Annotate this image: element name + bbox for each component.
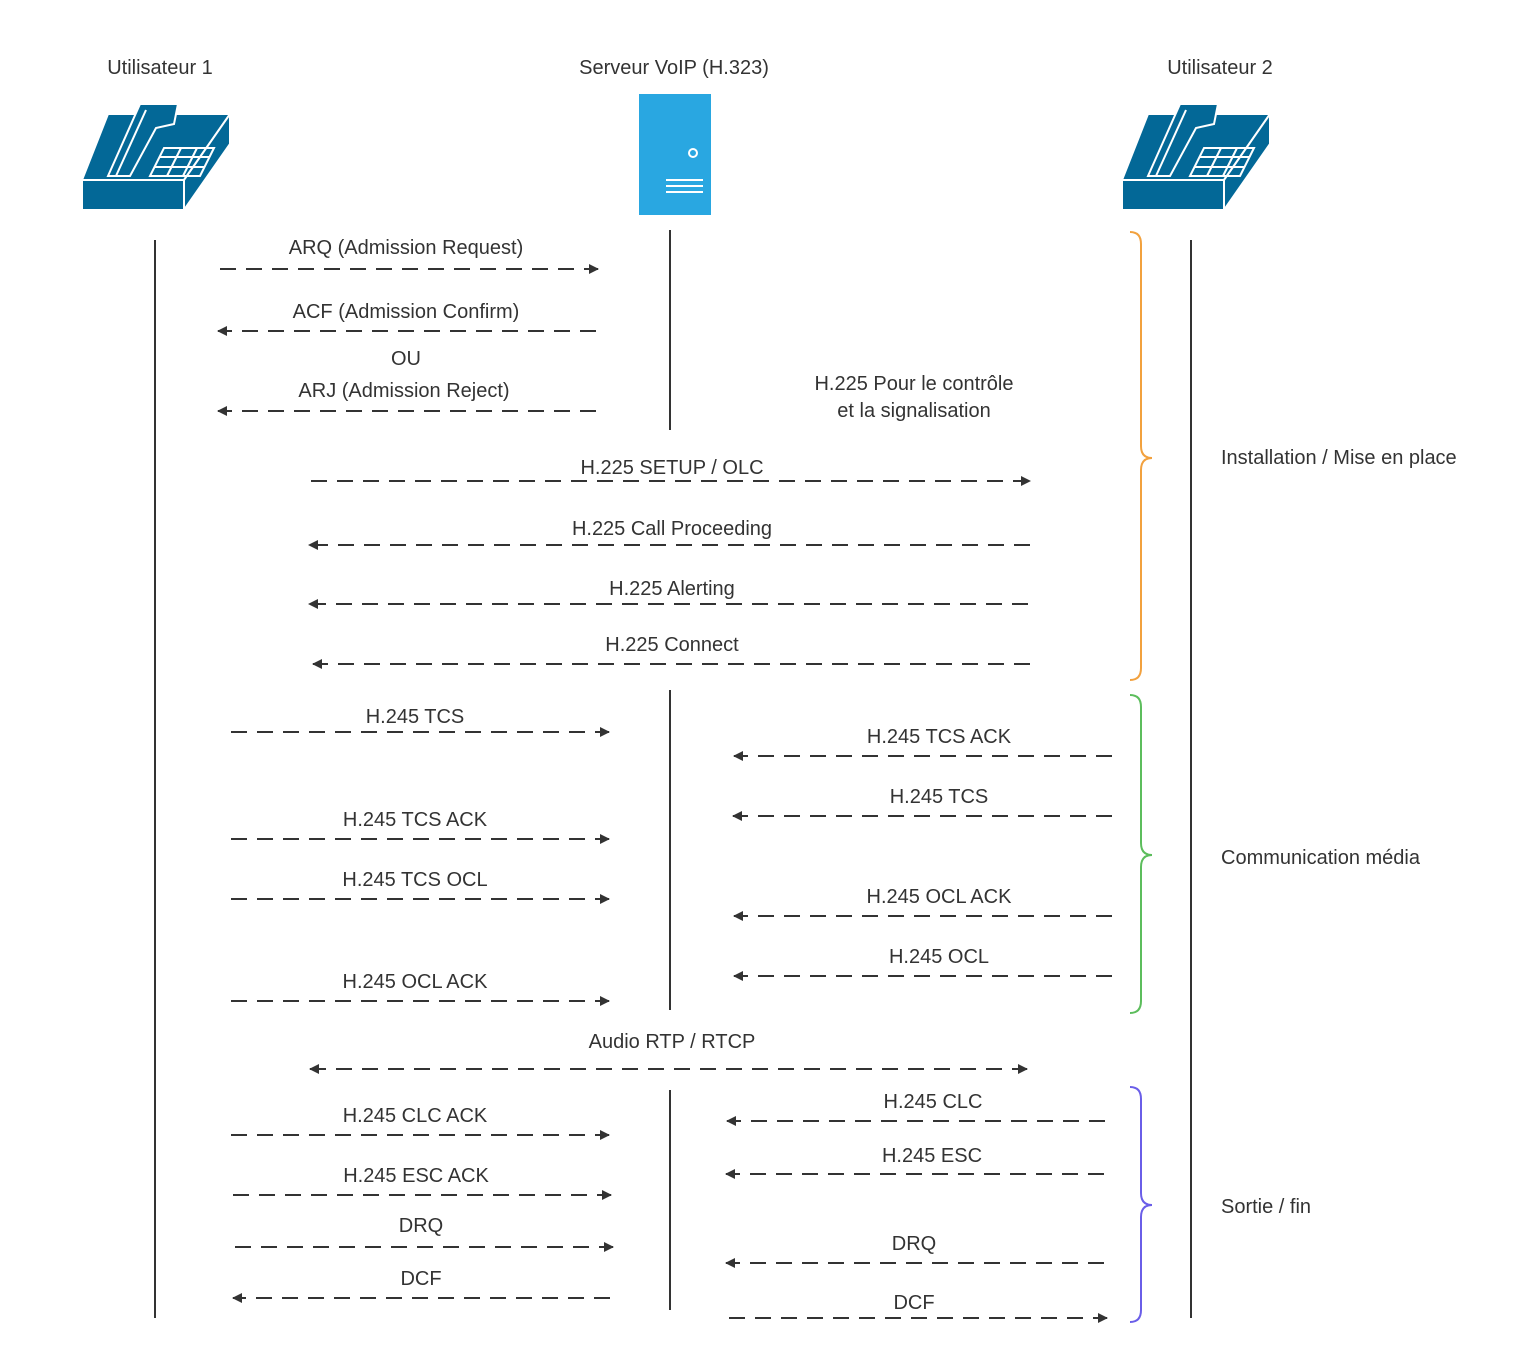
actor-label-server: Serveur VoIP (H.323) (579, 57, 769, 79)
message-label: ARJ (Admission Reject) (298, 380, 509, 402)
phase-brace-media (1129, 694, 1153, 1014)
signaling-note-line2: et la signalisation (837, 400, 990, 422)
message-label: ACF (Admission Confirm) (293, 301, 520, 323)
message-label: H.245 TCS OCL (342, 869, 487, 891)
phone-icon (80, 103, 232, 214)
actor-label-user2: Utilisateur 2 (1167, 57, 1273, 79)
message-label: H.245 TCS ACK (867, 726, 1012, 748)
message-label: ARQ (Admission Request) (289, 237, 524, 259)
message-label: H.245 ESC (882, 1145, 982, 1167)
message-label: H.245 OCL (889, 946, 989, 968)
message-label: H.225 Call Proceeding (572, 518, 772, 540)
message-label: H.245 OCL ACK (867, 886, 1013, 908)
phase-label-setup: Installation / Mise en place (1221, 447, 1457, 469)
message-label: DCF (893, 1292, 934, 1314)
signaling-note-line1: H.225 Pour le contrôle (814, 373, 1013, 395)
phone-icon (1120, 103, 1272, 214)
phase-label-media: Communication média (1221, 847, 1421, 869)
or-label: OU (391, 348, 421, 370)
message-label: H.245 CLC (884, 1091, 983, 1113)
message-label: H.245 CLC ACK (343, 1105, 488, 1127)
server-icon (639, 94, 711, 215)
message-label: DRQ (399, 1215, 443, 1237)
message-label: H.225 Connect (605, 634, 739, 656)
message-label: H.245 TCS (890, 786, 989, 808)
message-label: Audio RTP / RTCP (589, 1031, 756, 1053)
message-label: H.245 TCS (366, 706, 465, 728)
message-label: H.245 TCS ACK (343, 809, 488, 831)
message-label: H.245 ESC ACK (343, 1165, 489, 1187)
message-label: DRQ (892, 1233, 936, 1255)
actor-label-user1: Utilisateur 1 (107, 57, 213, 79)
message-label: H.245 OCL ACK (343, 971, 489, 993)
phase-label-exit: Sortie / fin (1221, 1196, 1311, 1218)
message-label: DCF (400, 1268, 441, 1290)
phase-brace-exit (1129, 1086, 1153, 1323)
phase-brace-setup (1129, 231, 1153, 681)
message-label: H.225 Alerting (609, 578, 735, 600)
message-label: H.225 SETUP / OLC (580, 457, 763, 479)
